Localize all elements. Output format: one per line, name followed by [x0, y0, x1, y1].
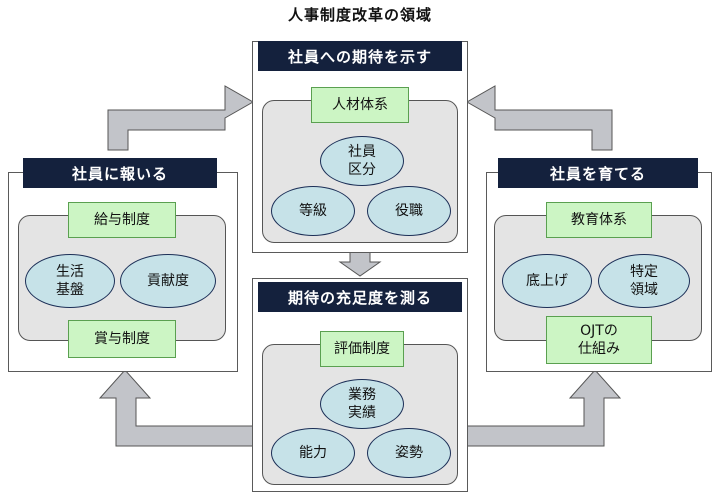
- header-evaluation: 期待の充足度を測る: [258, 282, 462, 312]
- ellipse-living-base: 生活 基盤: [25, 254, 115, 308]
- ellipse-business-results: 業務 実績: [320, 379, 404, 429]
- ellipse-raise-baseline: 底上げ: [502, 254, 592, 308]
- arrow-top-to-middle: [338, 251, 382, 277]
- box-salary-system: 給与制度: [68, 202, 176, 238]
- diagram-title: 人事制度改革の領域: [287, 6, 432, 24]
- header-expectations: 社員への期待を示す: [258, 41, 462, 71]
- arrow-middle-to-right: [464, 369, 622, 447]
- arrow-middle-to-left: [98, 369, 256, 447]
- box-education-system: 教育体系: [546, 202, 652, 238]
- arrow-left-to-top: [107, 85, 255, 151]
- box-evaluation-system: 評価制度: [320, 331, 404, 367]
- ellipse-employee-category: 社員 区分: [320, 136, 404, 186]
- box-bonus-system: 賞与制度: [68, 320, 176, 358]
- box-ojt-mechanism: OJTの 仕組み: [546, 316, 652, 364]
- ellipse-specific-area: 特定 領域: [598, 254, 690, 308]
- box-talent-system: 人材体系: [311, 87, 409, 123]
- ellipse-position: 役職: [367, 186, 451, 236]
- header-rewards: 社員に報いる: [23, 158, 217, 188]
- arrow-right-to-top: [465, 85, 613, 151]
- ellipse-contribution: 貢献度: [120, 254, 216, 308]
- header-development: 社員を育てる: [498, 158, 698, 188]
- ellipse-ability: 能力: [271, 428, 355, 478]
- ellipse-attitude: 姿勢: [367, 428, 451, 478]
- ellipse-grade: 等級: [271, 186, 355, 236]
